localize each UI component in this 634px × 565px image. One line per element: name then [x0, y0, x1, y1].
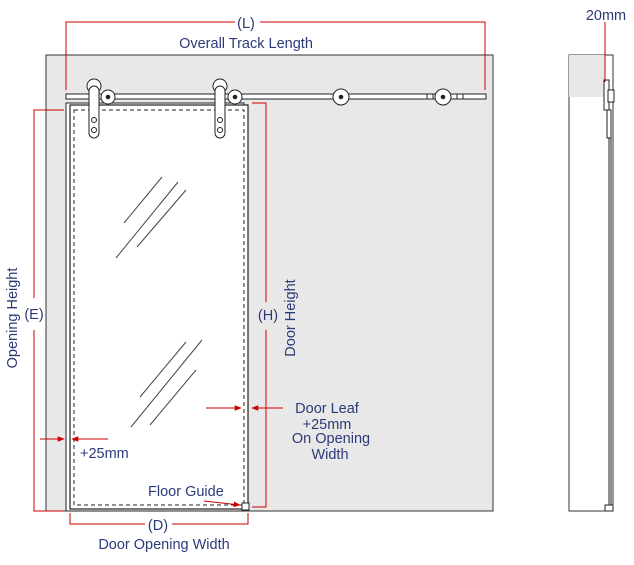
side-allowance-label: +25mm [80, 446, 129, 462]
door-height-code: (H) [258, 308, 278, 324]
door-leaf-line4: Width [311, 447, 348, 463]
opening-height-dimension [33, 109, 64, 512]
track-brackets [100, 88, 464, 106]
door-leaf-line1: Door Leaf [295, 401, 360, 417]
track-length-name: Overall Track Length [179, 36, 313, 52]
glass-reflection [115, 176, 203, 428]
floor-guide-arrow [203, 500, 241, 508]
roller-hanger-left [86, 78, 102, 139]
door-leaf [69, 104, 249, 510]
wall-offset-label: 20mm [586, 8, 626, 24]
door-leaf-line2: +25mm [303, 417, 352, 433]
door-glass-inner [73, 109, 245, 506]
floor-guide [241, 502, 250, 511]
wall-side-shade [569, 55, 605, 97]
wall-side [568, 54, 614, 512]
floor-guide-label: Floor Guide [148, 484, 224, 500]
track-length-dimension [65, 21, 486, 90]
opening-width-code: (D) [148, 518, 168, 534]
opening-height-code: (E) [24, 307, 43, 323]
track-rail [65, 93, 487, 100]
door-leaf-line3: On Opening [292, 431, 370, 447]
door-height-name: Door Height [283, 279, 299, 356]
track-length-code: (L) [237, 16, 255, 32]
opening-height-name: Opening Height [5, 268, 21, 369]
roller-hanger-right [212, 78, 228, 139]
door-height-dimension [252, 102, 267, 508]
opening-width-name: Door Opening Width [98, 537, 229, 553]
side-hardware [603, 79, 615, 512]
opening-width-dimension [69, 513, 249, 525]
